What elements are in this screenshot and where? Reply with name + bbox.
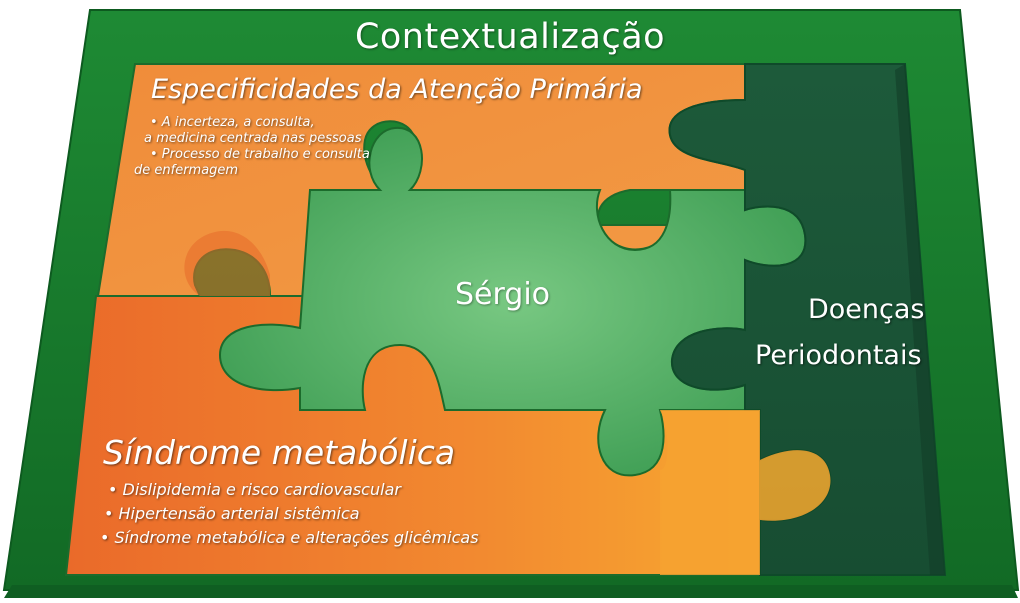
top-block-heading: Especificidades da Atenção Primária xyxy=(151,74,643,105)
top-block-item: de enfermagem xyxy=(134,163,239,178)
top-block-item: • Processo de trabalho e consulta xyxy=(150,147,370,162)
bottom-block-item: • Síndrome metabólica e alterações glicê… xyxy=(100,528,479,547)
page-title: Contextualização xyxy=(354,17,666,57)
top-block-list: • A incerteza, a consulta, a medicina ce… xyxy=(134,115,409,179)
bottom-block-item: • Dislipidemia e risco cardiovascular xyxy=(108,480,401,499)
bottom-block-item: • Hipertensão arterial sistêmica xyxy=(104,504,360,523)
right-block-line1: Doenças xyxy=(808,294,925,325)
center-label: Sérgio xyxy=(455,277,551,312)
top-block-item: a medicina centrada nas pessoas xyxy=(144,131,362,146)
right-block-line2: Periodontais xyxy=(755,340,922,371)
bottom-block-heading: Síndrome metabólica xyxy=(103,433,456,472)
top-block-item: • A incerteza, a consulta, xyxy=(150,115,315,130)
bottom-block-list: • Dislipidemia e risco cardiovascular • … xyxy=(100,478,479,550)
